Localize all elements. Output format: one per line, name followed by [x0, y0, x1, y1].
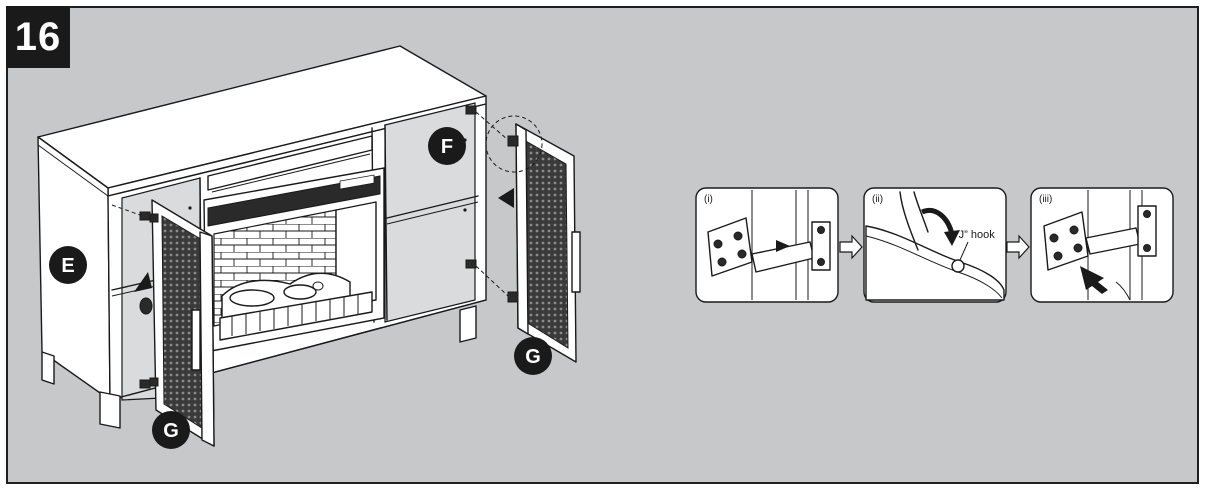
callout-e: E — [49, 246, 87, 284]
hinge-detail-2-label: (ii) — [872, 194, 883, 205]
hinge-detail-3: (iii) — [1030, 187, 1174, 303]
sequence-arrow-1 — [839, 234, 863, 260]
callout-g-left: G — [152, 411, 190, 449]
hinge-detail-1: (i) — [695, 187, 839, 303]
callout-f-letter: F — [441, 136, 453, 158]
right-door-arrow — [498, 188, 514, 208]
callout-g-right-letter: G — [525, 346, 541, 368]
left-door-arrow — [134, 272, 152, 292]
callout-f: F — [428, 127, 466, 165]
hinge-detail-2: (ii) “J” hook — [863, 187, 1007, 303]
callout-g-left-letter: G — [163, 420, 179, 442]
j-hook-label: “J” hook — [955, 229, 995, 241]
hinge-detail-3-label: (iii) — [1039, 194, 1052, 205]
fireplace-insert — [203, 167, 385, 353]
hinge-detail-1-label: (i) — [704, 194, 713, 205]
callout-g-right: G — [514, 337, 552, 375]
left-door — [149, 199, 215, 447]
step-number-badge: 16 — [6, 6, 70, 68]
callout-e-letter: E — [61, 255, 74, 277]
right-door — [485, 115, 581, 363]
sequence-arrow-2 — [1006, 234, 1030, 260]
